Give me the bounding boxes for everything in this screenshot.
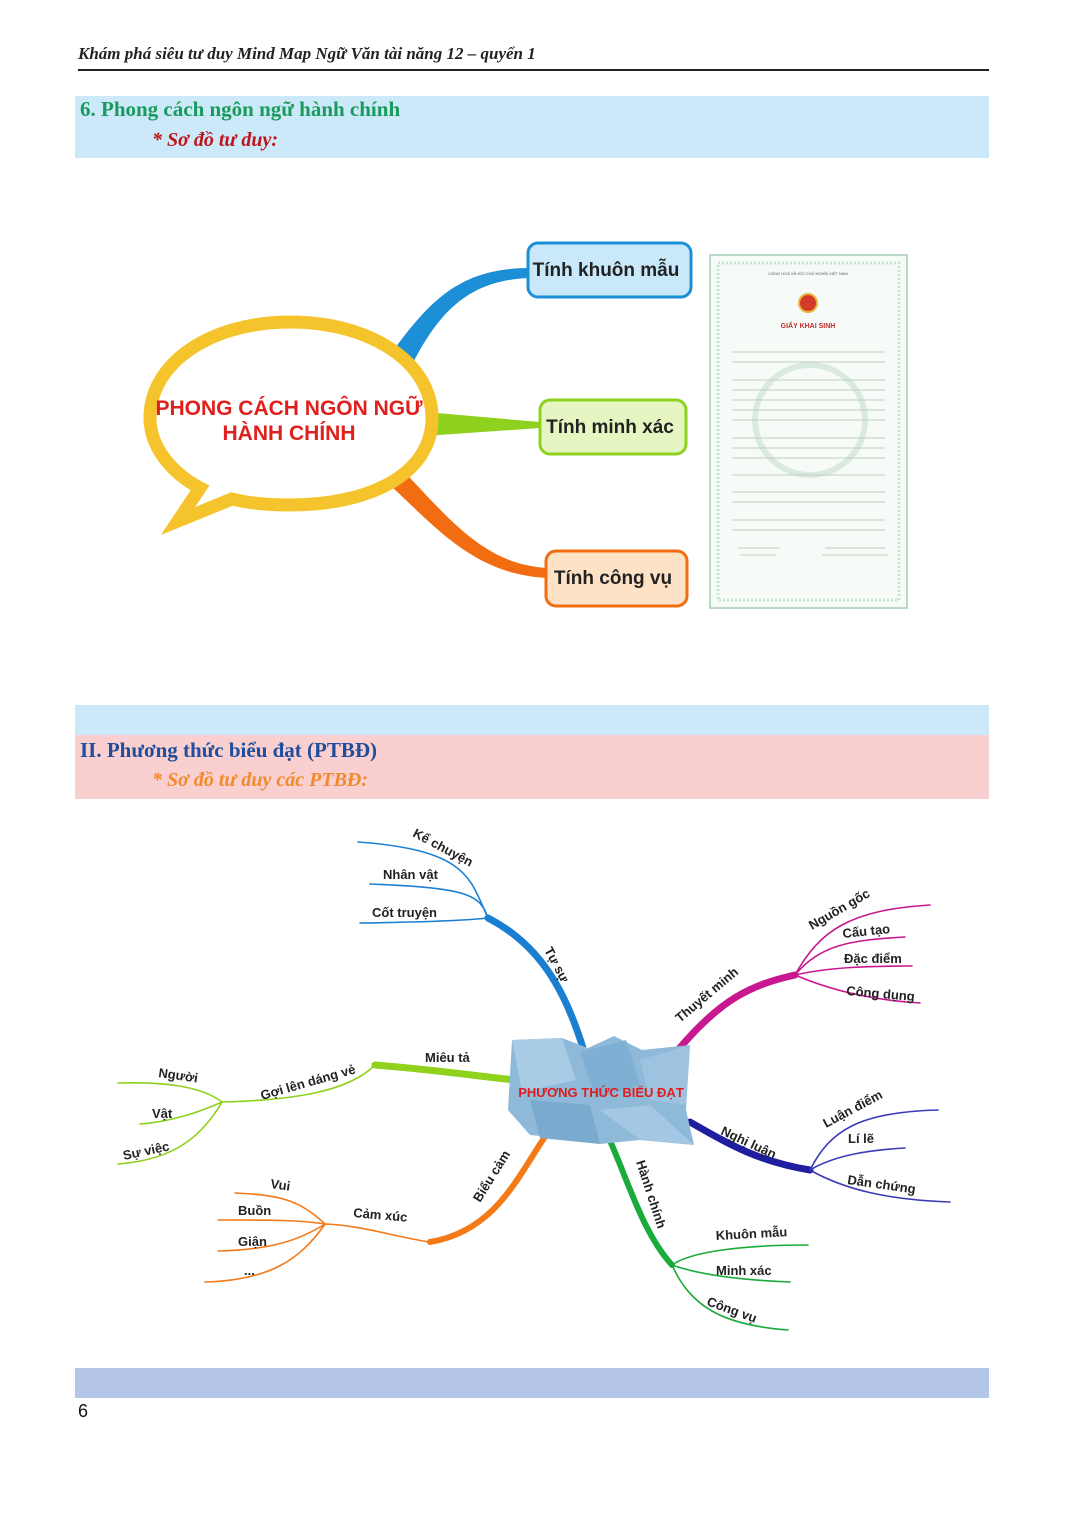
branch-nghi-luan [686,1109,951,1203]
label-cong-dung: Công dụng [846,983,916,1004]
section-2-heading: II. Phương thức biểu đạt (PTBĐ) [80,738,378,762]
center-bubble [143,315,439,536]
box-khuon-mau [526,241,693,299]
branch-bieu-cam [204,1122,556,1283]
branch-thuyet-minh [674,904,931,1054]
branch-cong-vu [382,465,548,578]
section-6-heading-band [75,96,989,158]
section-2-top-band [75,705,989,735]
label-gian: Giận [238,1234,267,1249]
center-label: PHƯƠNG THỨC BIỂU ĐẠT [518,1085,684,1100]
certificate-top-line: CỘNG HOÀ XÃ HỘI CHỦ NGHĨA VIỆT NAM [768,271,848,276]
section-2-subheading: * Sơ đồ tư duy các PTBĐ: [152,769,369,791]
branch-khuon-mau [390,268,530,365]
footer-band [75,1368,989,1398]
label-cam-xuc: Cảm xúc [353,1205,408,1225]
label-li-le: Lí lẽ [848,1131,874,1146]
box-minh-xac [538,398,688,456]
label-nhan-vat: Nhân vật [383,867,439,882]
label-minh-xac: Minh xác [716,1263,772,1278]
label-cong-vu-2: Công vụ [705,1294,759,1326]
birth-certificate-image: CỘNG HOÀ XÃ HỘI CHỦ NGHĨA VIỆT NAM GIẤY … [709,254,908,609]
label-mieu-ta: Miêu tả [425,1050,471,1065]
center-text-line2: HÀNH CHÍNH [223,422,356,445]
section-6-subheading: * Sơ đồ tư duy: [152,129,279,151]
label-cau-tao: Cấu tạo [842,921,891,941]
center-crumpled-shape [508,1036,694,1145]
box-minh-xac-label: Tính minh xác [546,417,674,438]
section-2-heading-band [75,735,989,799]
box-cong-vu-label: Tính công vụ [554,568,672,589]
label-dan-chung: Dẫn chứng [847,1172,917,1196]
box-cong-vu [544,549,689,608]
label-cot-truyen: Cốt truyện [372,905,437,920]
branch-tu-su [357,841,587,1052]
label-nguoi: Người [158,1065,199,1085]
label-vat: Vật [152,1106,173,1121]
label-luan-diem: Luận điểm [820,1087,884,1131]
center-text-line1: PHONG CÁCH NGÔN NGỮ [155,396,423,420]
header-rule [78,69,989,71]
box-khuon-mau-label: Tính khuôn mẫu [533,259,680,281]
mindmap-admin-style: PHONG CÁCH NGÔN NGỮ HÀNH CHÍNH Tính khuô… [143,241,693,608]
branch-minh-xac [425,412,540,436]
branch-hanh-chinh [602,1127,809,1331]
label-dac-diem: Đặc điểm [844,951,902,966]
label-khuon-mau: Khuôn mẫu [715,1224,787,1243]
label-buon: Buồn [238,1203,271,1218]
certificate-title: GIẤY KHAI SINH [781,320,836,330]
label-hanh-chinh: Hành chính [633,1158,669,1230]
label-vui: Vui [270,1176,292,1194]
label-goi-len-dang-ve: Gợi lên dáng vẻ [259,1061,357,1102]
label-ellipsis: ... [244,1263,255,1278]
section-6-heading: 6. Phong cách ngôn ngữ hành chính [80,97,401,121]
label-ke-chuyen: Kể chuyện [411,825,476,869]
page-number: 6 [78,1401,89,1421]
mindmap-expression-modes: Tự sự Kể chuyện Nhân vật Cốt truyện Thuy… [117,825,951,1331]
emblem-icon [798,293,818,313]
running-header: Khám phá siêu tư duy Mind Map Ngữ Văn tà… [78,44,536,63]
